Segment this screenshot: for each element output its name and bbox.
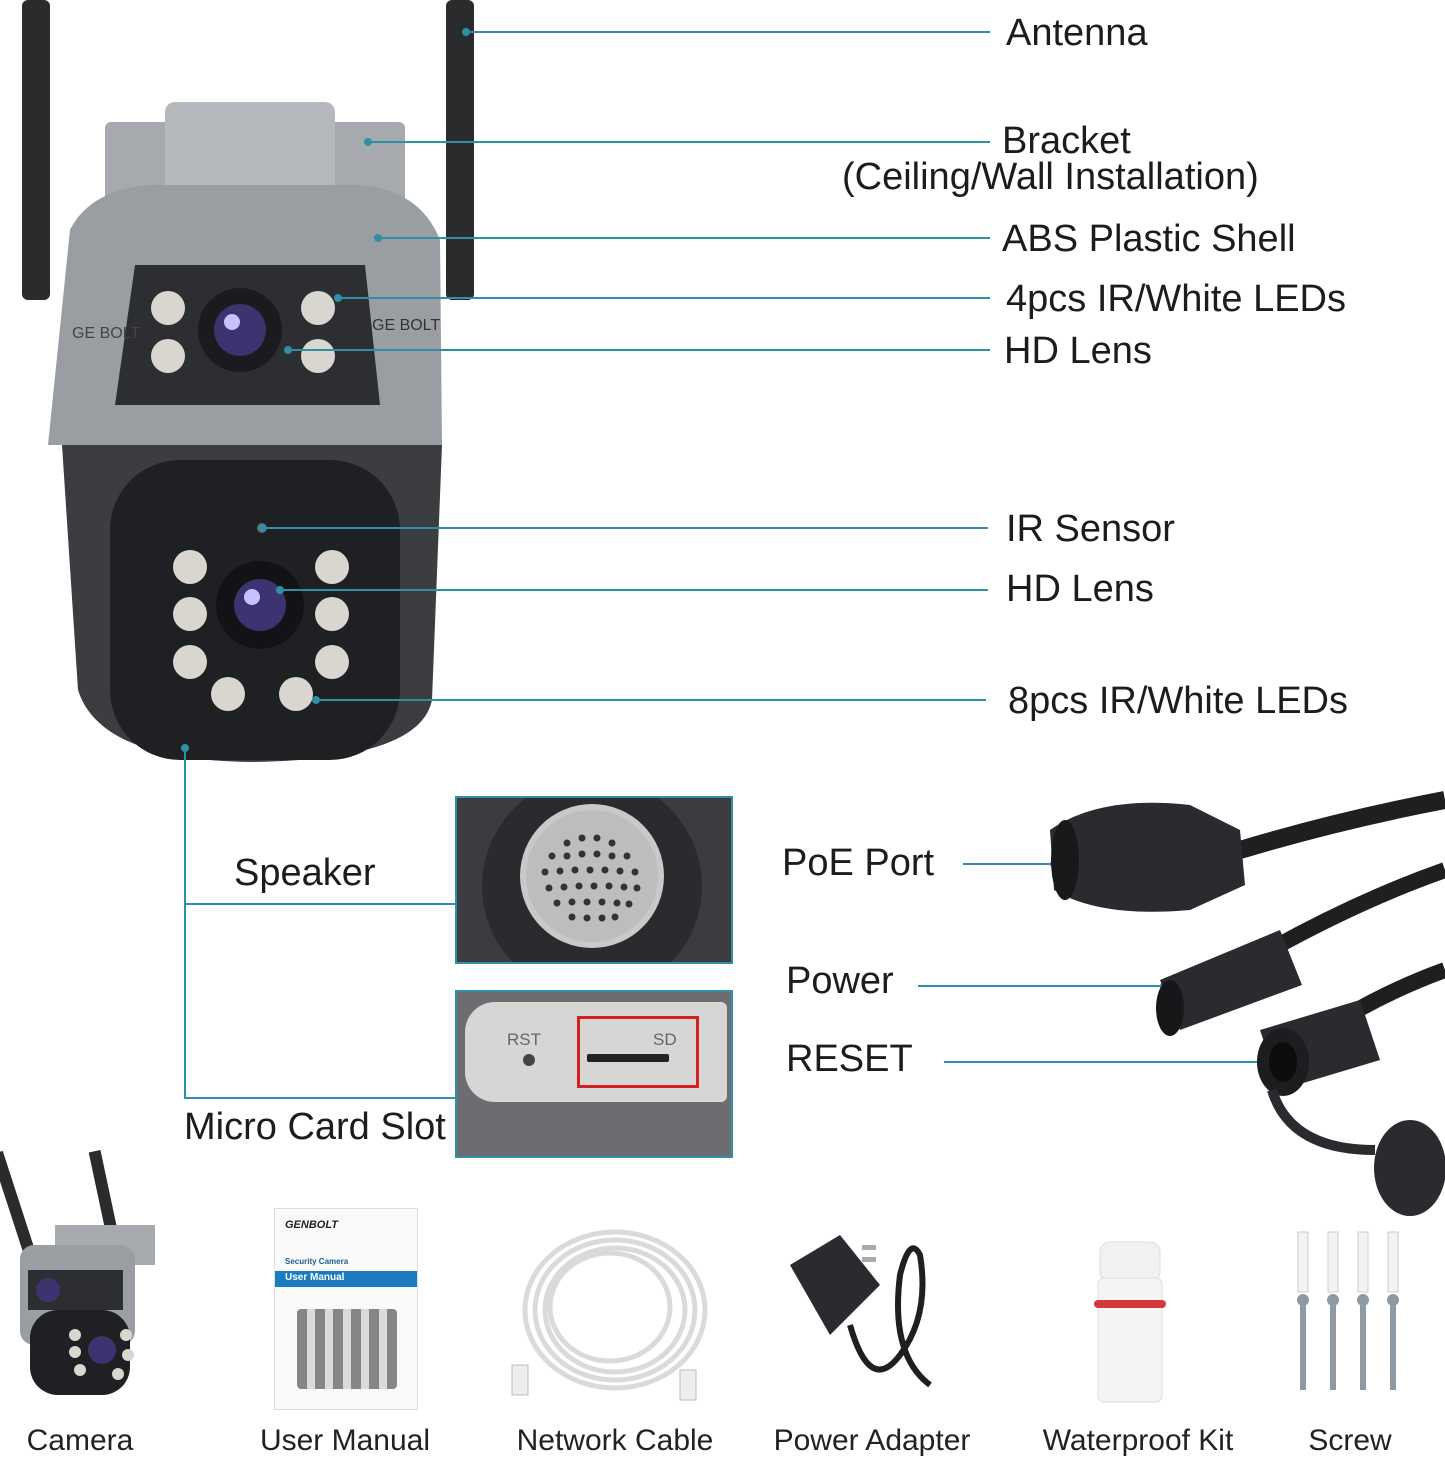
manual-title: User Manual [285,1272,345,1283]
package-camera-thumbnail [0,1150,155,1395]
sd-highlight-box [577,1016,699,1088]
package-item-label: Camera [26,1424,134,1457]
waterproof-kit-thumbnail [1094,1241,1166,1403]
callout-abs-shell: ABS Plastic Shell [1002,218,1296,260]
package-item-label: Power Adapter [773,1424,971,1457]
callout-bottom-leds: 8pcs IR/White LEDs [1008,680,1348,722]
callout-ir-sensor: IR Sensor [1006,508,1175,550]
manual-brand: GENBOLT [285,1219,338,1231]
cable-connectors-illustration [1050,791,1445,1216]
callout-bottom-lens: HD Lens [1006,568,1154,610]
callout-power: Power [786,960,894,1002]
sd-slot-detail-panel: RST SD [455,990,733,1158]
callout-bracket-detail: (Ceiling/Wall Installation) [842,156,1259,198]
camera-illustration: GE BOLT GE BOLT [22,0,474,762]
callout-top-leds: 4pcs IR/White LEDs [1006,278,1346,320]
manual-subtitle: Security Camera [285,1257,349,1266]
reset-pinhole [523,1054,535,1066]
package-item-label: Waterproof Kit [1042,1424,1234,1457]
brand-right: GE BOLT [372,317,440,334]
package-item-label: Network Cable [516,1424,714,1457]
manual-product-photos [297,1309,397,1389]
package-item-label: User Manual [259,1424,431,1457]
rst-label: RST [507,1030,541,1049]
callout-poe-port: PoE Port [782,842,935,884]
power-adapter-thumbnail [790,1235,932,1388]
callout-antenna: Antenna [1006,12,1148,54]
speaker-grille-icon [482,798,702,962]
brand-left: GE BOLT [72,325,140,342]
sd-label: SD [653,1030,677,1049]
callout-top-lens: HD Lens [1004,330,1152,372]
callout-reset: RESET [786,1038,913,1080]
user-manual-thumbnail: GENBOLT Security Camera User Manual [274,1208,418,1410]
callout-micro-card-slot: Micro Card Slot [184,1106,446,1148]
sd-card-slot [587,1054,669,1062]
callout-speaker: Speaker [234,852,376,894]
callout-bracket: Bracket [1002,120,1131,162]
package-item-label: Screw [1308,1424,1392,1457]
speaker-detail-panel [455,796,733,964]
screws-thumbnail [1297,1231,1399,1390]
network-cable-thumbnail [511,1229,708,1401]
